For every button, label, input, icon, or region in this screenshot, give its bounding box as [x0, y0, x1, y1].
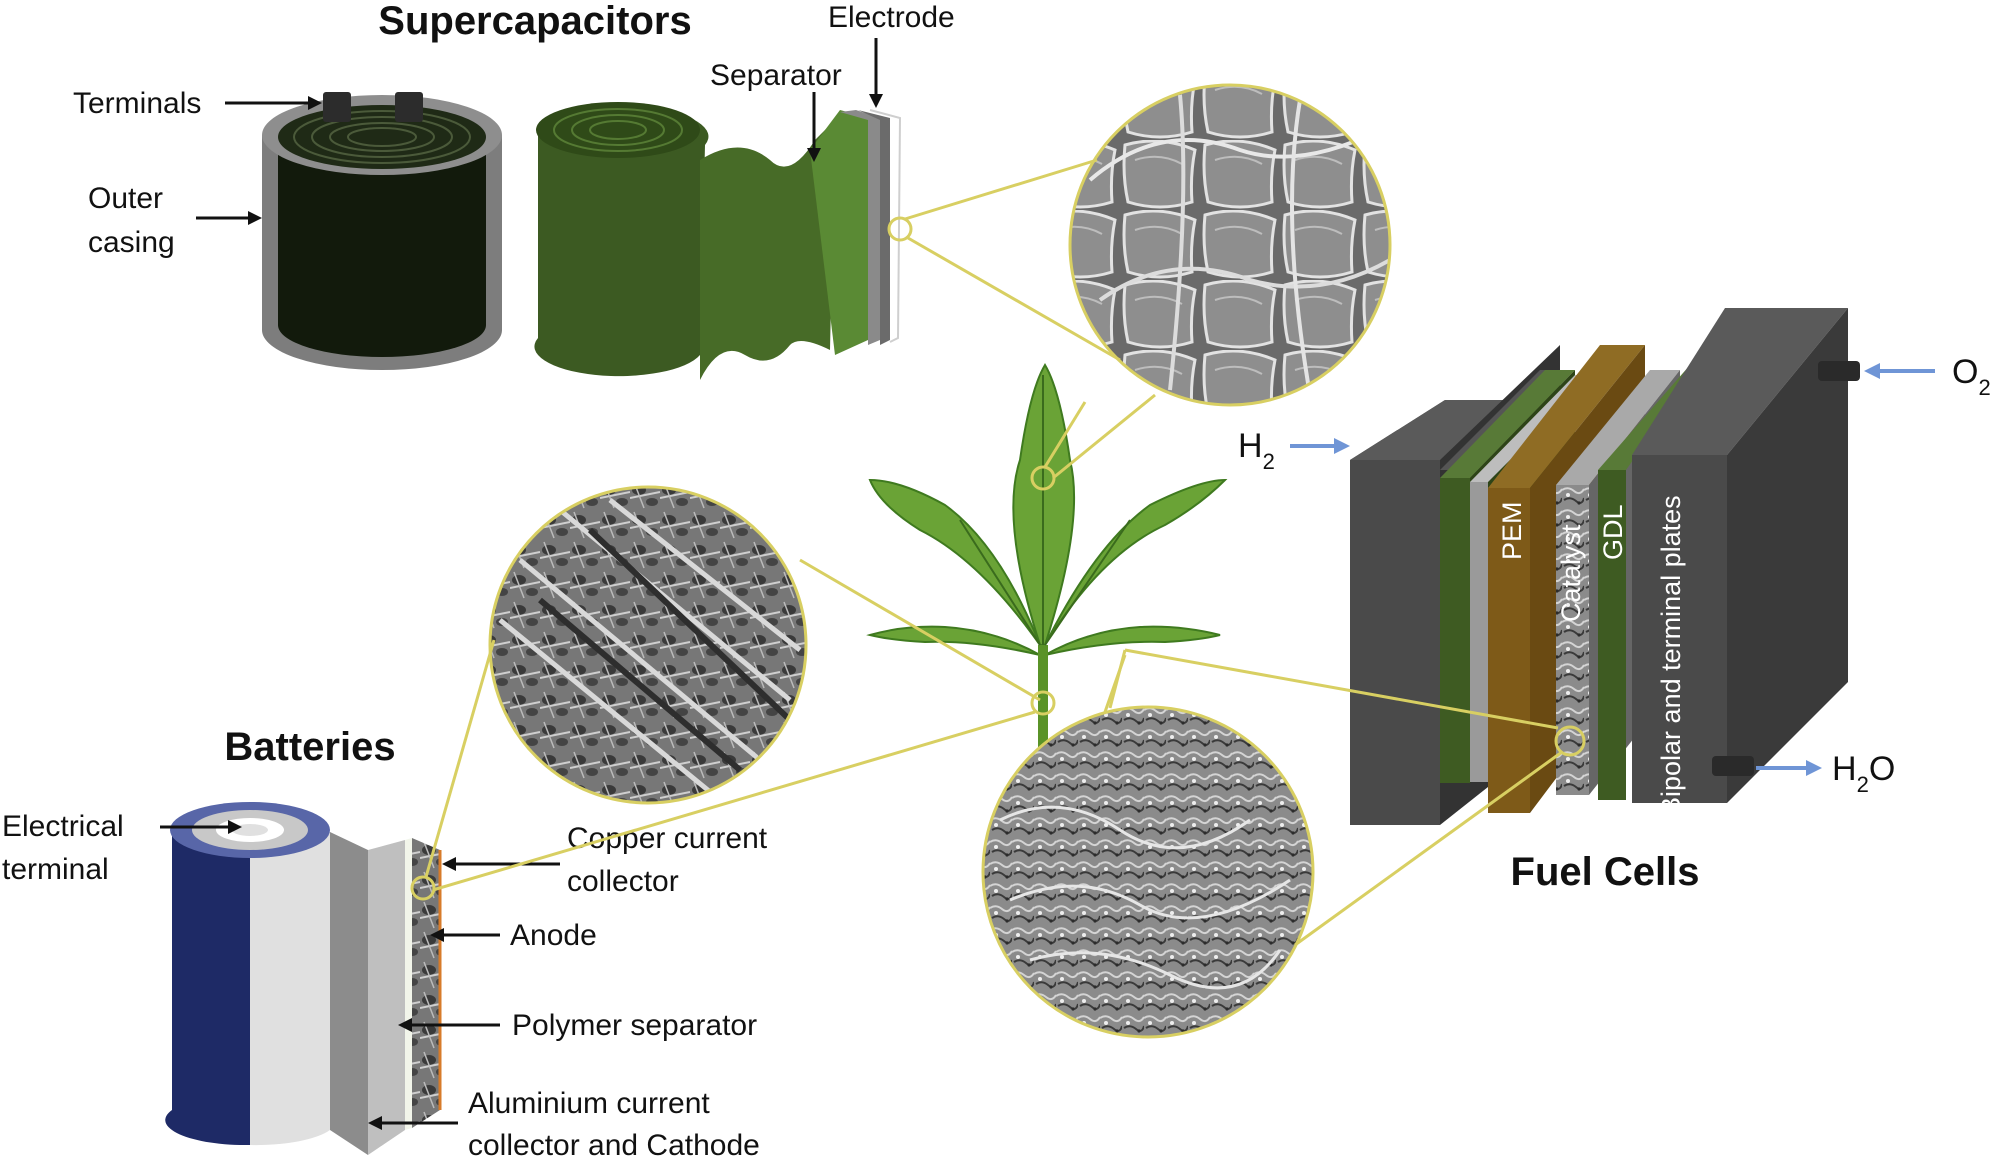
gdl-layer [1598, 470, 1626, 800]
supercapacitor-casing [262, 92, 502, 370]
sem-micrograph-fuel-cell [983, 707, 1313, 1037]
zoom-marker-catalyst [1554, 725, 1586, 757]
label-terminals: Terminals [73, 87, 201, 120]
o2-port [1818, 361, 1860, 381]
label-bipolar-plates: Bipolar and terminal plates [1656, 495, 1686, 815]
label-copper-line1: Copper current [567, 822, 768, 855]
label-outer-casing-line2: casing [88, 226, 175, 259]
label-copper-line2: collector [567, 865, 679, 898]
label-gdl: GDL [1598, 504, 1628, 560]
battery-cylinder [165, 802, 442, 1155]
label-separator: Separator [710, 59, 842, 92]
label-h2: H2 [1238, 427, 1275, 474]
fuel-cells-title: Fuel Cells [1511, 850, 1700, 894]
supercapacitor-electrode-roll [534, 102, 902, 380]
label-catalyst: Catalyst [1556, 524, 1586, 622]
fuel-cell-section: PEM Catalyst GDL Bipolar and terminal pl… [981, 308, 1991, 1039]
terminal-right [395, 92, 423, 122]
label-outer-casing-line1: Outer [88, 182, 163, 215]
label-pem: PEM [1497, 501, 1527, 560]
label-electrical-terminal-line1: Electrical [2, 810, 124, 843]
label-aluminium-line2: collector and Cathode [468, 1129, 760, 1159]
terminal-left [323, 92, 351, 122]
supercapacitor-section: Supercapacitors Terminals Outer casing [73, 0, 1392, 407]
label-electrode: Electrode [828, 1, 955, 34]
zoom-marker-battery-anode [410, 875, 436, 901]
supercapacitors-title: Supercapacitors [378, 0, 691, 43]
zoom-marker-electrode [887, 216, 913, 242]
label-polymer-separator: Polymer separator [512, 1009, 757, 1042]
battery-section: Batteries Electrical terminal Copper cur… [2, 485, 1056, 1159]
batteries-title: Batteries [224, 725, 395, 769]
bipolar-plate [1632, 455, 1727, 803]
fuel-cell-stack [1350, 308, 1848, 825]
zoom-marker-leaf-stem [1030, 690, 1056, 716]
h2o-port [1712, 756, 1754, 776]
hemp-leaf [866, 363, 1228, 750]
label-aluminium-line1: Aluminium current [468, 1087, 710, 1120]
label-o2: O2 [1952, 353, 1991, 400]
label-electrical-terminal-line2: terminal [2, 853, 109, 886]
sem-micrograph-supercapacitor [1070, 85, 1390, 405]
label-h2o: H2O [1832, 750, 1895, 797]
sem-micrograph-battery [490, 487, 806, 803]
label-anode: Anode [510, 919, 597, 952]
pem-layer [1488, 488, 1530, 813]
